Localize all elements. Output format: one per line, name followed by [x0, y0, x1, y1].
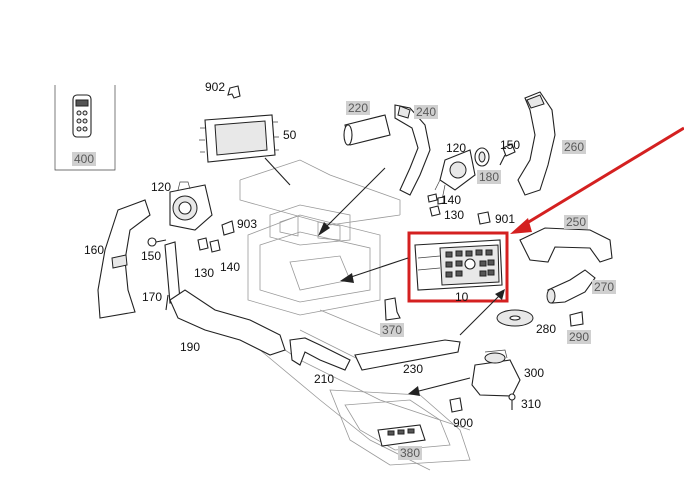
part-label-902: 902: [205, 80, 226, 94]
part-label-130-left: 130: [194, 266, 215, 280]
leader-50: [264, 157, 291, 186]
highlight-box: [407, 231, 509, 303]
part-label-190: 190: [180, 340, 201, 354]
trim-part-230[interactable]: [354, 339, 461, 371]
part-label-180: 180: [477, 170, 502, 184]
blower-part-120-left[interactable]: [169, 181, 213, 231]
arrow-head-300: [408, 386, 420, 396]
part-label-260: 260: [562, 140, 587, 154]
part-label-903: 903: [237, 217, 258, 231]
connector-part-900[interactable]: [449, 397, 463, 413]
trim-part-220[interactable]: [343, 114, 391, 146]
control-unit-part-10[interactable]: [414, 239, 503, 291]
arrow-head-mid: [340, 273, 354, 283]
part-label-280: 280: [536, 322, 557, 336]
part-label-140-right: 140: [441, 193, 462, 207]
bracket-part-210[interactable]: [289, 337, 351, 371]
label-part-290[interactable]: [569, 311, 584, 327]
disc-part-280[interactable]: [496, 309, 534, 327]
part-label-270: 270: [592, 280, 617, 294]
part-label-150-left: 150: [141, 249, 162, 263]
part-label-230: 230: [403, 362, 424, 376]
part-label-220: 220: [346, 101, 371, 115]
screw-part-150-left[interactable]: [147, 237, 167, 247]
part-label-250: 250: [564, 215, 589, 229]
display-part-50[interactable]: [199, 114, 279, 163]
part-label-210: 210: [314, 372, 335, 386]
clip-part-902[interactable]: [227, 85, 241, 99]
clip-part-140-right[interactable]: [427, 193, 445, 205]
screw-part-150-right[interactable]: [499, 143, 516, 166]
clip-part-370[interactable]: [384, 297, 401, 321]
part-label-150-right: 150: [500, 138, 521, 152]
part-label-300: 300: [524, 366, 545, 380]
arrow-head-top: [318, 222, 330, 236]
duct-part-250[interactable]: [519, 227, 613, 263]
part-label-900: 900: [453, 416, 474, 430]
arrow-to-dash-top: [324, 167, 386, 229]
part-label-240: 240: [414, 105, 439, 119]
part-label-160: 160: [84, 243, 105, 257]
red-pointer-arrow-head: [510, 218, 532, 234]
connectors-part-130-140-left[interactable]: [197, 237, 221, 253]
part-label-130-right: 130: [444, 208, 465, 222]
clip-part-130-right[interactable]: [429, 205, 441, 217]
inset-frame-line: [54, 85, 116, 171]
arrow-from-10: [459, 294, 501, 336]
grommet-part-180[interactable]: [474, 147, 490, 167]
screw-part-310[interactable]: [508, 393, 516, 410]
part-label-380: 380: [398, 446, 423, 460]
remote-key-part-400[interactable]: [72, 94, 92, 138]
part-label-10: 10: [455, 290, 469, 304]
arrow-from-300: [414, 377, 471, 393]
part-label-290: 290: [567, 330, 592, 344]
clip-part-901[interactable]: [477, 211, 491, 225]
switch-module-part-380[interactable]: [377, 424, 426, 447]
part-label-140-left: 140: [220, 260, 241, 274]
part-label-310: 310: [521, 397, 542, 411]
control-buttons: [445, 249, 495, 278]
elbow-part-270[interactable]: [546, 269, 596, 304]
part-label-400: 400: [72, 152, 97, 166]
duct-part-160[interactable]: [97, 199, 151, 319]
clip-part-903[interactable]: [221, 220, 235, 236]
part-label-370: 370: [380, 323, 405, 337]
duct-part-240[interactable]: [394, 104, 431, 196]
part-label-50: 50: [283, 128, 297, 142]
part-label-901: 901: [495, 212, 516, 226]
duct-part-190[interactable]: [169, 289, 286, 356]
arrow-to-dash-mid: [347, 257, 409, 279]
part-label-120-left: 120: [151, 180, 172, 194]
duct-part-260[interactable]: [517, 91, 556, 196]
arrow-head-10: [495, 289, 505, 300]
part-label-170: 170: [142, 290, 163, 304]
sensor-part-120-right[interactable]: [434, 149, 476, 201]
controller-part-300[interactable]: [471, 349, 521, 397]
red-pointer-arrow: [521, 126, 684, 228]
part-label-120-right: 120: [446, 141, 467, 155]
